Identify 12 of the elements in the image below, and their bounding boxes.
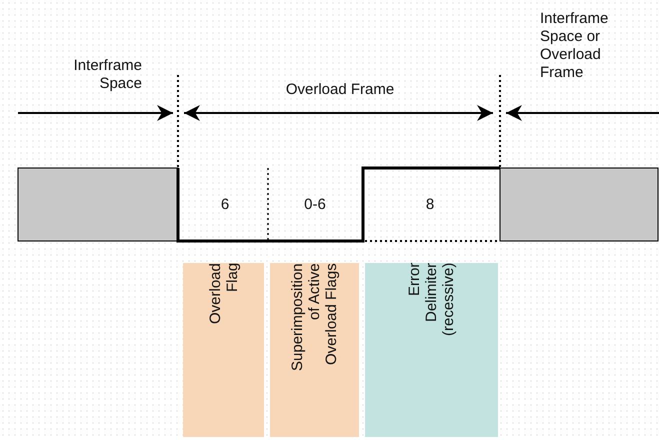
bit-count: 6 (220, 196, 230, 214)
bit-count: 8 (424, 196, 436, 214)
field-name: Overload Flag (206, 263, 240, 326)
section-label: Overload Frame (284, 81, 396, 99)
field-band (270, 263, 359, 437)
section-label: Interframe Space or Overload Frame (540, 10, 610, 82)
field-band (365, 263, 498, 437)
field-name: Superimposition of Active Overload Flags (289, 263, 340, 373)
section-label: Interframe Space (72, 57, 142, 93)
field-band (183, 263, 264, 437)
field-name: Error Delimiter (recessive) (406, 263, 457, 338)
bit-count: 0-6 (303, 196, 327, 214)
